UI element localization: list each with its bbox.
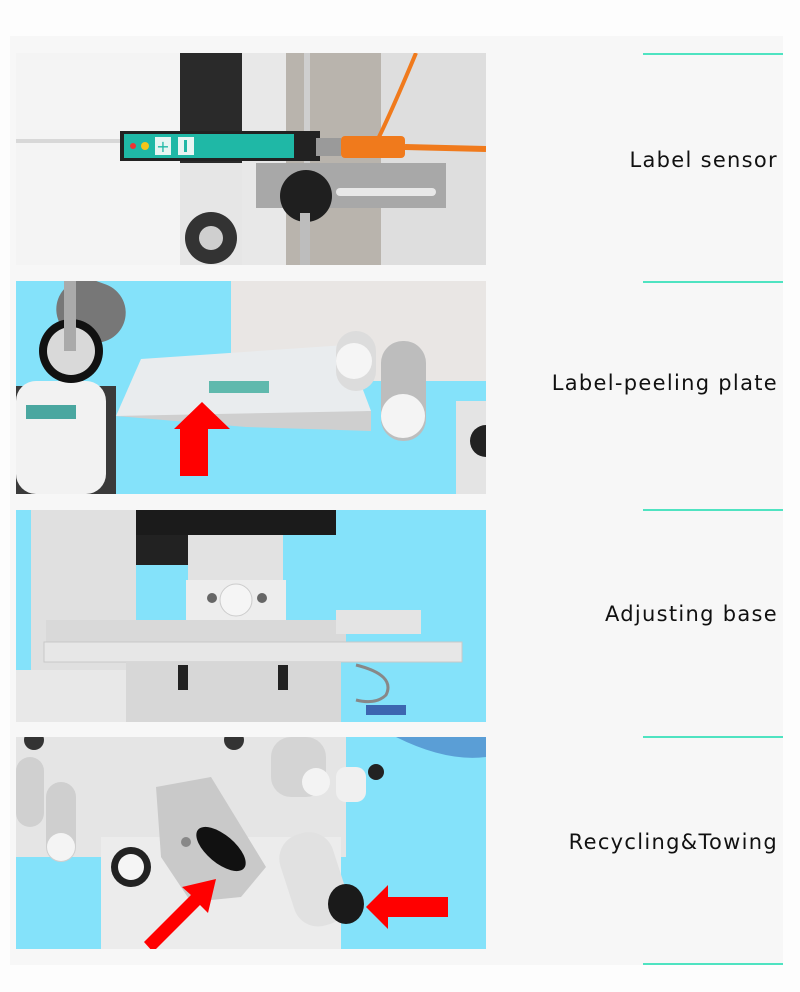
caption-recycling-towing: Recycling&Towing [568,830,778,854]
label-sensor-photo: + [16,53,486,265]
accent-line [643,281,783,283]
label-peeling-plate-photo [16,281,486,494]
accent-line [643,509,783,511]
caption-label-peeling-plate: Label-peeling plate [551,371,778,395]
accent-line [643,53,783,55]
caption-label-sensor: Label sensor [629,148,778,172]
caption-adjusting-base: Adjusting base [604,602,778,626]
accent-line [643,736,783,738]
adjusting-base-photo [16,510,486,722]
accent-line [643,963,783,965]
svg-text:+: + [156,137,169,156]
recycling-towing-photo [16,737,486,949]
